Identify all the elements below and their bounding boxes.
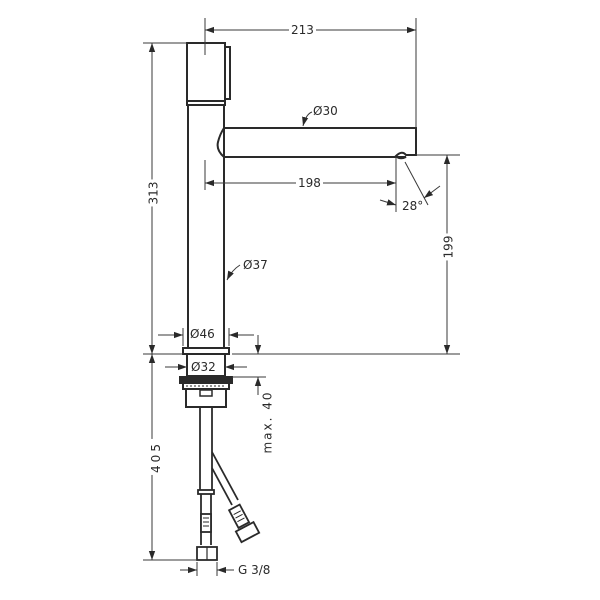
- shank-diameter-label: Ø32: [191, 360, 216, 374]
- supply-hoses: [196, 407, 261, 561]
- base-diameter-label: Ø46: [190, 327, 215, 341]
- outlet-height-label: 199: [441, 233, 456, 261]
- spout-reach-label: 198: [296, 176, 323, 190]
- mounting-nut: [179, 376, 233, 408]
- body-diameter-label: Ø37: [243, 258, 268, 272]
- counter-thickness-label: max. 40: [260, 390, 275, 454]
- overall-height-label: 313: [146, 179, 161, 207]
- handle-cap: [186, 42, 226, 102]
- overall-reach-label: 213: [289, 23, 316, 37]
- connection-thread-label: G 3/8: [238, 563, 271, 577]
- hose-length-label: 405: [148, 439, 163, 475]
- spout-angle-label: 28°: [402, 199, 424, 213]
- spout: [216, 127, 417, 160]
- faucet-outline: [182, 42, 417, 377]
- handle-lever: [225, 46, 231, 100]
- spout-diameter-label: Ø30: [313, 104, 338, 118]
